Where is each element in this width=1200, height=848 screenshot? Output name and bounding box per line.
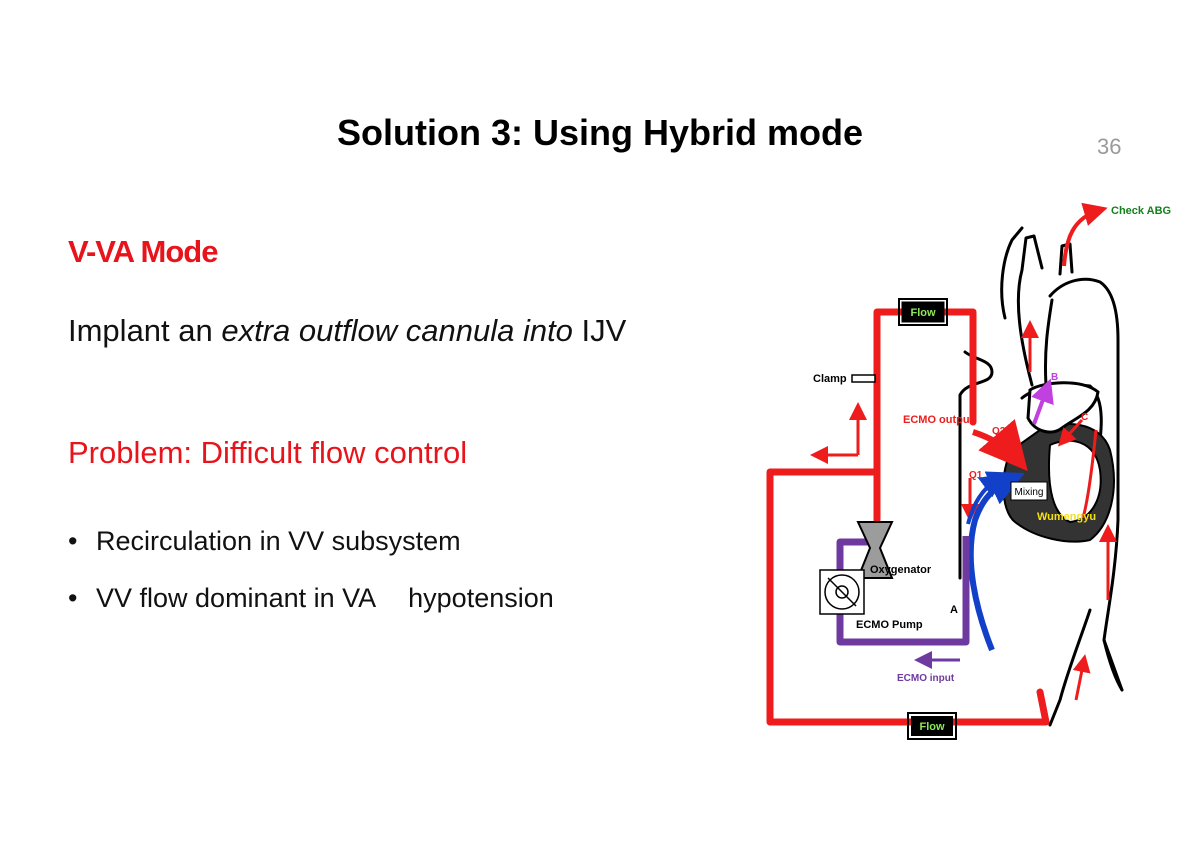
bullet-text: Recirculation in VV subsystem: [96, 526, 461, 556]
bullet-text-after: hypotension: [408, 583, 554, 613]
c-arrow: [1057, 418, 1084, 447]
q1-label: Q1: [969, 470, 983, 481]
implant-italic: extra outflow cannula into: [221, 313, 573, 348]
oxygenator-icon: [856, 521, 894, 579]
watermark-label: Wumengyu: [1037, 511, 1096, 523]
venous-return-line-2: [966, 473, 1005, 525]
mode-heading: V-VA Mode: [68, 234, 218, 269]
mixing-box: [1010, 481, 1048, 501]
ecmo-output-label: ECMO output: [903, 414, 974, 426]
problem-text: Problem: Difficult flow control: [68, 435, 468, 470]
bullet-marker: •: [68, 583, 78, 613]
mixing-label: Mixing: [1015, 487, 1044, 498]
pump-icon: [819, 569, 865, 615]
flow-meter-bottom-box: [911, 716, 953, 736]
return-tubing: [836, 536, 970, 646]
flow-bottom-label: Flow: [919, 721, 944, 733]
clamp-icon: [851, 374, 876, 383]
oxygenator-label: Oxygenator: [870, 564, 932, 576]
neck-vessel-left: [1000, 226, 1024, 320]
ecmo-pump-label: ECMO Pump: [856, 619, 923, 631]
ecmo-output-arrow: [972, 419, 1028, 472]
implant-text: Implant an extra outflow cannula into IJ…: [68, 313, 626, 349]
slide-title: Solution 3: Using Hybrid mode: [336, 112, 863, 153]
bullet-marker: •: [68, 526, 78, 556]
flow-meter-top-box: [901, 301, 945, 323]
page-number: 36: [1097, 134, 1122, 159]
implant-prefix: Implant an: [68, 313, 222, 348]
iliac-flow: [1072, 654, 1091, 701]
b-label: B: [1051, 372, 1058, 383]
q2-label: Q2: [992, 426, 1006, 437]
ecmo-input-label: ECMO input: [897, 673, 955, 684]
aorta-inner-wall: [1043, 298, 1054, 387]
bullet-list: • Recirculation in VV subsystem • VV flow …: [68, 526, 554, 640]
bullet-text: VV flow dominant in VA: [96, 583, 377, 613]
b-arrow: [1031, 378, 1054, 425]
ascending-aorta-left-wall: [1016, 234, 1044, 387]
ventricle-flow: [1081, 429, 1098, 519]
list-item: • VV flow dominant in VA hypotension: [68, 583, 554, 640]
a-label: A: [950, 604, 958, 616]
neck-flow-arrow: [1062, 202, 1108, 267]
iliac-left: [1048, 608, 1092, 727]
implant-suffix: IJV: [572, 313, 627, 348]
list-item: • Recirculation in VV subsystem: [68, 526, 554, 583]
c-label: C: [1081, 412, 1088, 423]
iliac-right: [1102, 638, 1124, 692]
flow-top-label: Flow: [910, 307, 935, 319]
arterial-tubing: [766, 308, 1050, 726]
check-abg-label: Check ABG: [1111, 205, 1171, 217]
descending-aorta-wall: [1048, 277, 1124, 692]
clamp-label: Clamp: [813, 373, 847, 385]
